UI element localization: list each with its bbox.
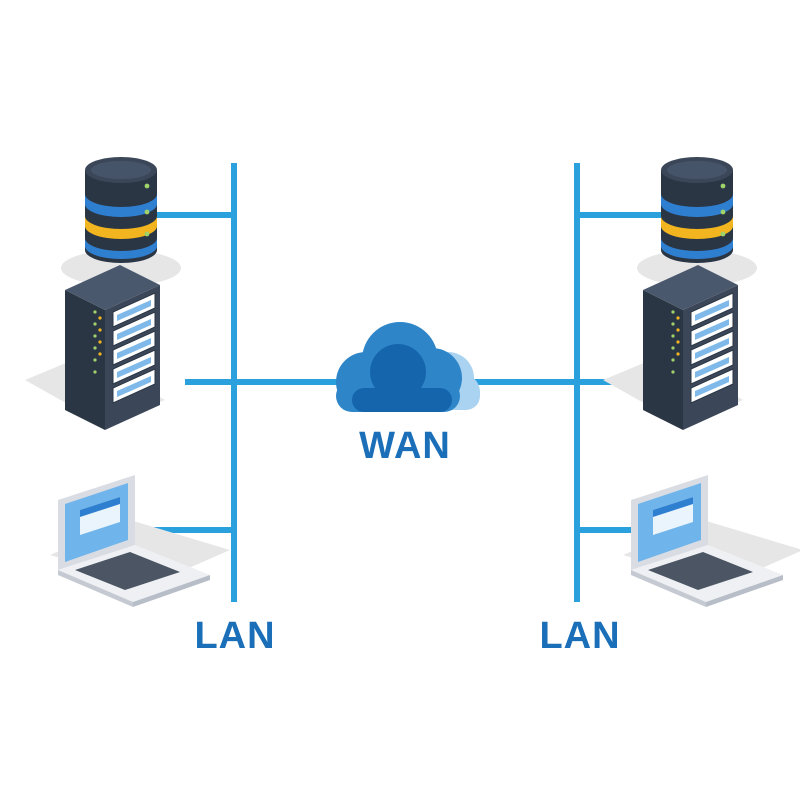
lan-links xyxy=(130,163,662,602)
left-laptop-icon xyxy=(50,475,230,607)
lan-right-label: LAN xyxy=(539,615,621,657)
right-server-rack-icon xyxy=(602,264,744,431)
wan-label: WAN xyxy=(359,425,451,467)
right-laptop-icon xyxy=(623,475,800,607)
cloud-icon xyxy=(336,322,480,412)
lan-left-label: LAN xyxy=(194,615,276,657)
left-server-rack-icon xyxy=(24,264,166,431)
